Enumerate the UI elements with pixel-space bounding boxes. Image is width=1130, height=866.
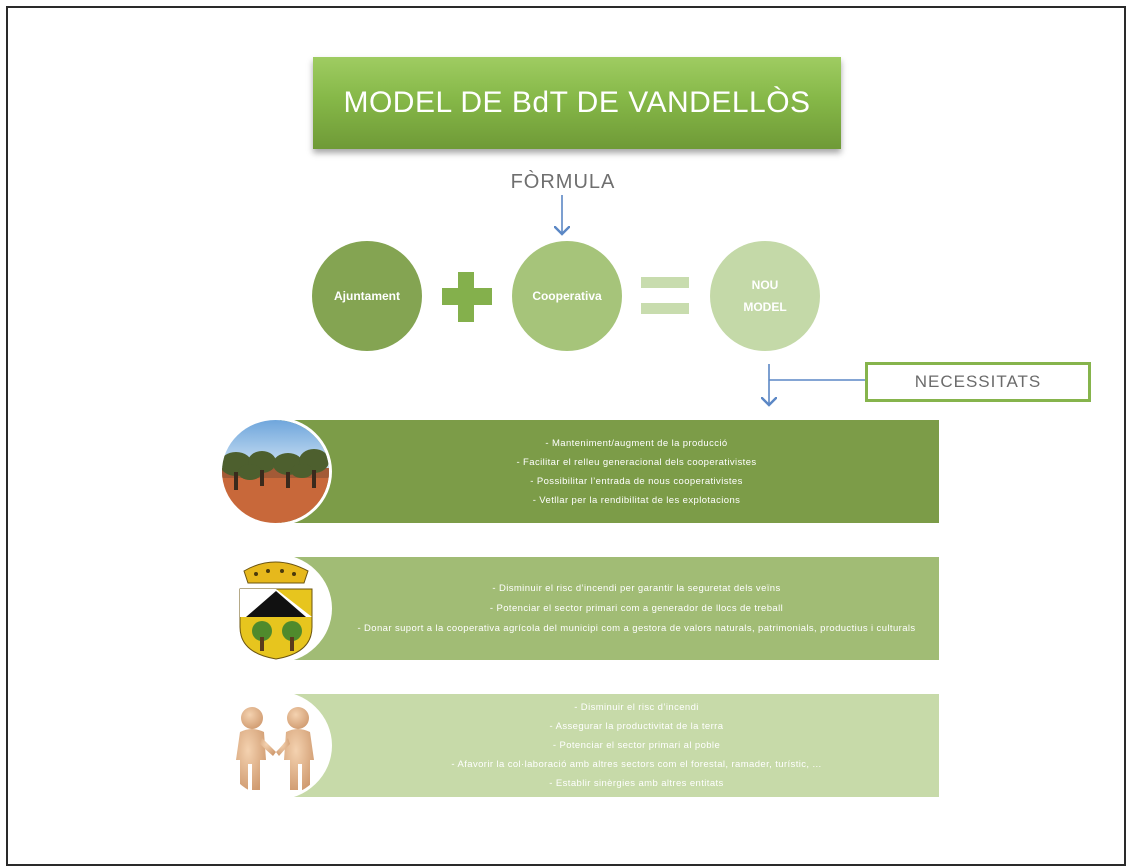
band-text-line: - Establir sinèrgies amb altres entitats xyxy=(549,778,724,789)
needs-band-ajuntament: - Disminuir el risc d’incendi per garant… xyxy=(280,557,939,660)
equals-sign-icon-bar xyxy=(641,303,689,314)
cooperativa-label: Cooperativa xyxy=(532,289,602,303)
formula-label: FÒRMULA xyxy=(510,171,616,193)
cooperativa-circle: Cooperativa xyxy=(512,241,622,351)
ajuntament-label: Ajuntament xyxy=(334,289,400,303)
diagram-title: MODEL DE BdT DE VANDELLÒS xyxy=(313,57,841,149)
band-text-line: - Donar suport a la cooperativa agrícola… xyxy=(357,622,916,634)
nou-model-circle: NOU MODEL xyxy=(710,241,820,351)
nou-model-label-line1: NOU xyxy=(751,278,779,292)
ajuntament-circle: Ajuntament xyxy=(312,241,422,351)
necessitats-box: NECESSITATS xyxy=(865,362,1091,402)
olive-grove-photo xyxy=(222,420,329,523)
plus-sign-icon-bar xyxy=(442,288,492,305)
nou-model-label-line2: MODEL xyxy=(743,300,787,314)
handshake-figures-icon xyxy=(222,694,329,797)
band-text-line: - Vetllar per la rendibilitat de les exp… xyxy=(532,494,741,506)
needs-band-cooperativa: - Manteniment/augment de la producció - … xyxy=(280,420,939,523)
band-text-line: - Manteniment/augment de la producció xyxy=(545,437,728,449)
band-text-line: - Assegurar la productivitat de la terra xyxy=(549,721,724,732)
coat-of-arms-icon xyxy=(222,557,329,660)
band-text-line: - Afavorir la col·laboració amb altres s… xyxy=(451,759,822,770)
band-text-line: - Disminuir el risc d’incendi per garant… xyxy=(492,582,781,594)
band-text-line: - Possibilitar l’entrada de nous coopera… xyxy=(530,475,743,487)
band-text-line: - Facilitar el relleu generacional dels … xyxy=(516,456,757,468)
equals-sign-icon xyxy=(641,277,689,288)
needs-band-poble: - Disminuir el risc d’incendi - Assegura… xyxy=(280,694,939,797)
band-text-line: - Disminuir el risc d’incendi xyxy=(574,702,699,713)
band-text-line: - Potenciar el sector primari com a gene… xyxy=(489,602,784,614)
band-text-line: - Potenciar el sector primari al poble xyxy=(552,740,721,751)
